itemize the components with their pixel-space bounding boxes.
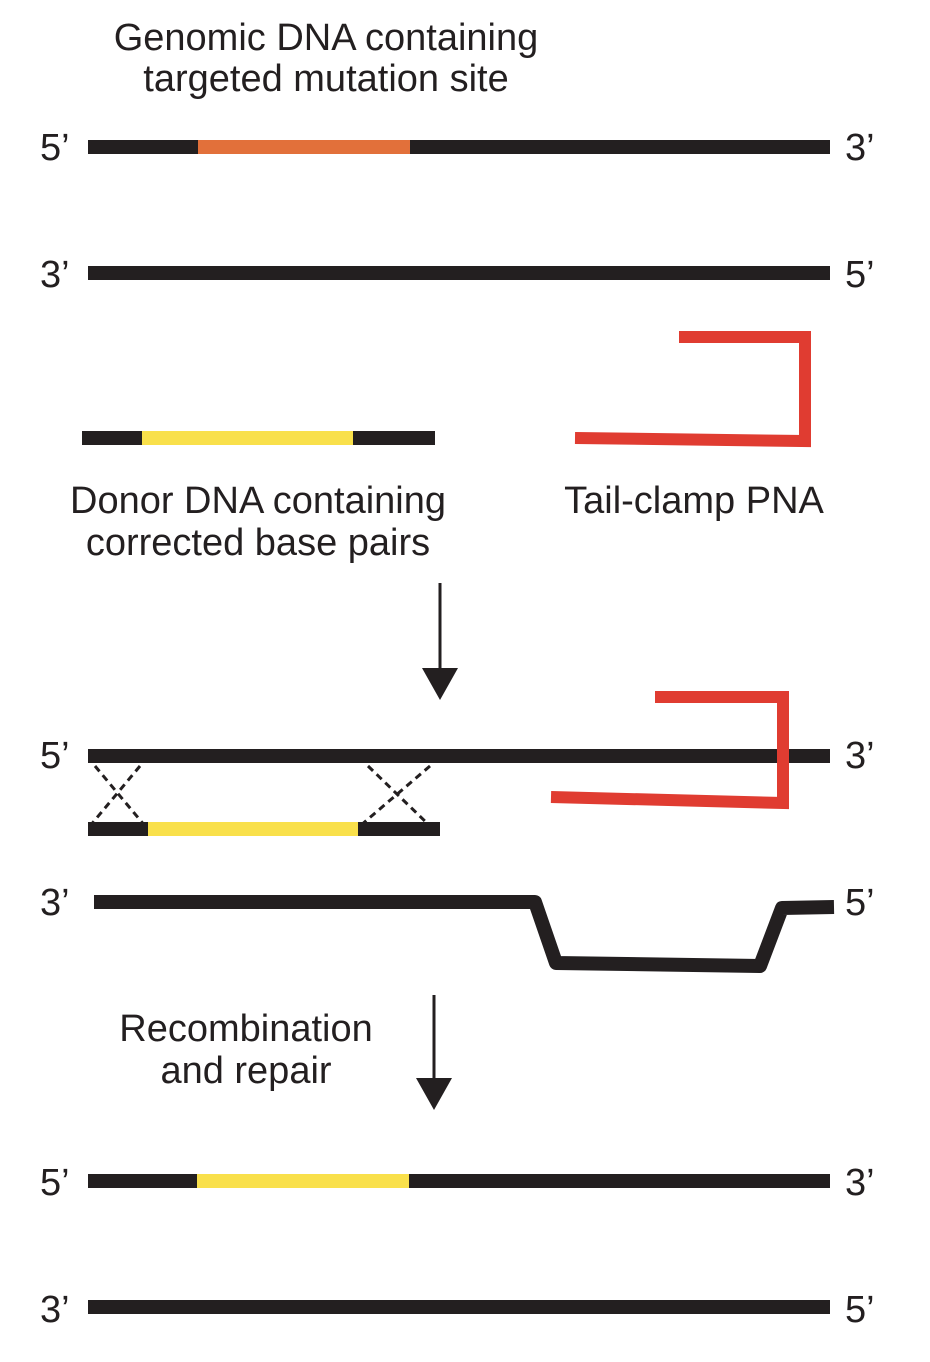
crossover-right <box>359 764 432 828</box>
crossover-left <box>88 765 147 827</box>
complex-top-right-end: 3’ <box>845 735 875 777</box>
repaired-bottom-left-end: 3’ <box>40 1289 70 1331</box>
genomic-bottom-strand <box>88 266 830 280</box>
genomic-top-left-end: 5’ <box>40 127 70 169</box>
mutation-site <box>198 140 410 154</box>
tail-clamp-pna <box>574 331 811 448</box>
displaced-bottom-strand <box>94 895 835 973</box>
complex-bottom-left-end: 3’ <box>40 882 70 924</box>
donor-label-line2: corrected base pairs <box>86 522 430 564</box>
genomic-title-line2: targeted mutation site <box>143 58 508 100</box>
complex-donor-corrected-site <box>148 822 358 836</box>
repaired-bottom-strand <box>88 1300 830 1314</box>
complex-bottom-right-end: 5’ <box>845 882 875 924</box>
bound-tail-clamp-pna <box>550 691 789 810</box>
repaired-site <box>197 1174 409 1188</box>
arrow-1-head <box>422 668 458 700</box>
arrow-2-head <box>416 1078 452 1110</box>
donor-corrected-site <box>142 431 353 445</box>
complex-top-left-end: 5’ <box>40 735 70 777</box>
pna-label: Tail-clamp PNA <box>564 480 824 522</box>
genomic-title-line1: Genomic DNA containing <box>114 17 539 59</box>
repaired-top-left-end: 5’ <box>40 1162 70 1204</box>
genomic-bottom-right-end: 5’ <box>845 254 875 296</box>
donor-label-line1: Donor DNA containing <box>70 480 446 522</box>
step2-label-line1: Recombination <box>119 1008 372 1050</box>
step2-label-line2: and repair <box>160 1050 331 1092</box>
repaired-top-right-end: 3’ <box>845 1162 875 1204</box>
complex-top-strand <box>88 749 830 763</box>
repaired-bottom-right-end: 5’ <box>845 1289 875 1331</box>
genomic-top-right-end: 3’ <box>845 127 875 169</box>
genomic-bottom-left-end: 3’ <box>40 254 70 296</box>
